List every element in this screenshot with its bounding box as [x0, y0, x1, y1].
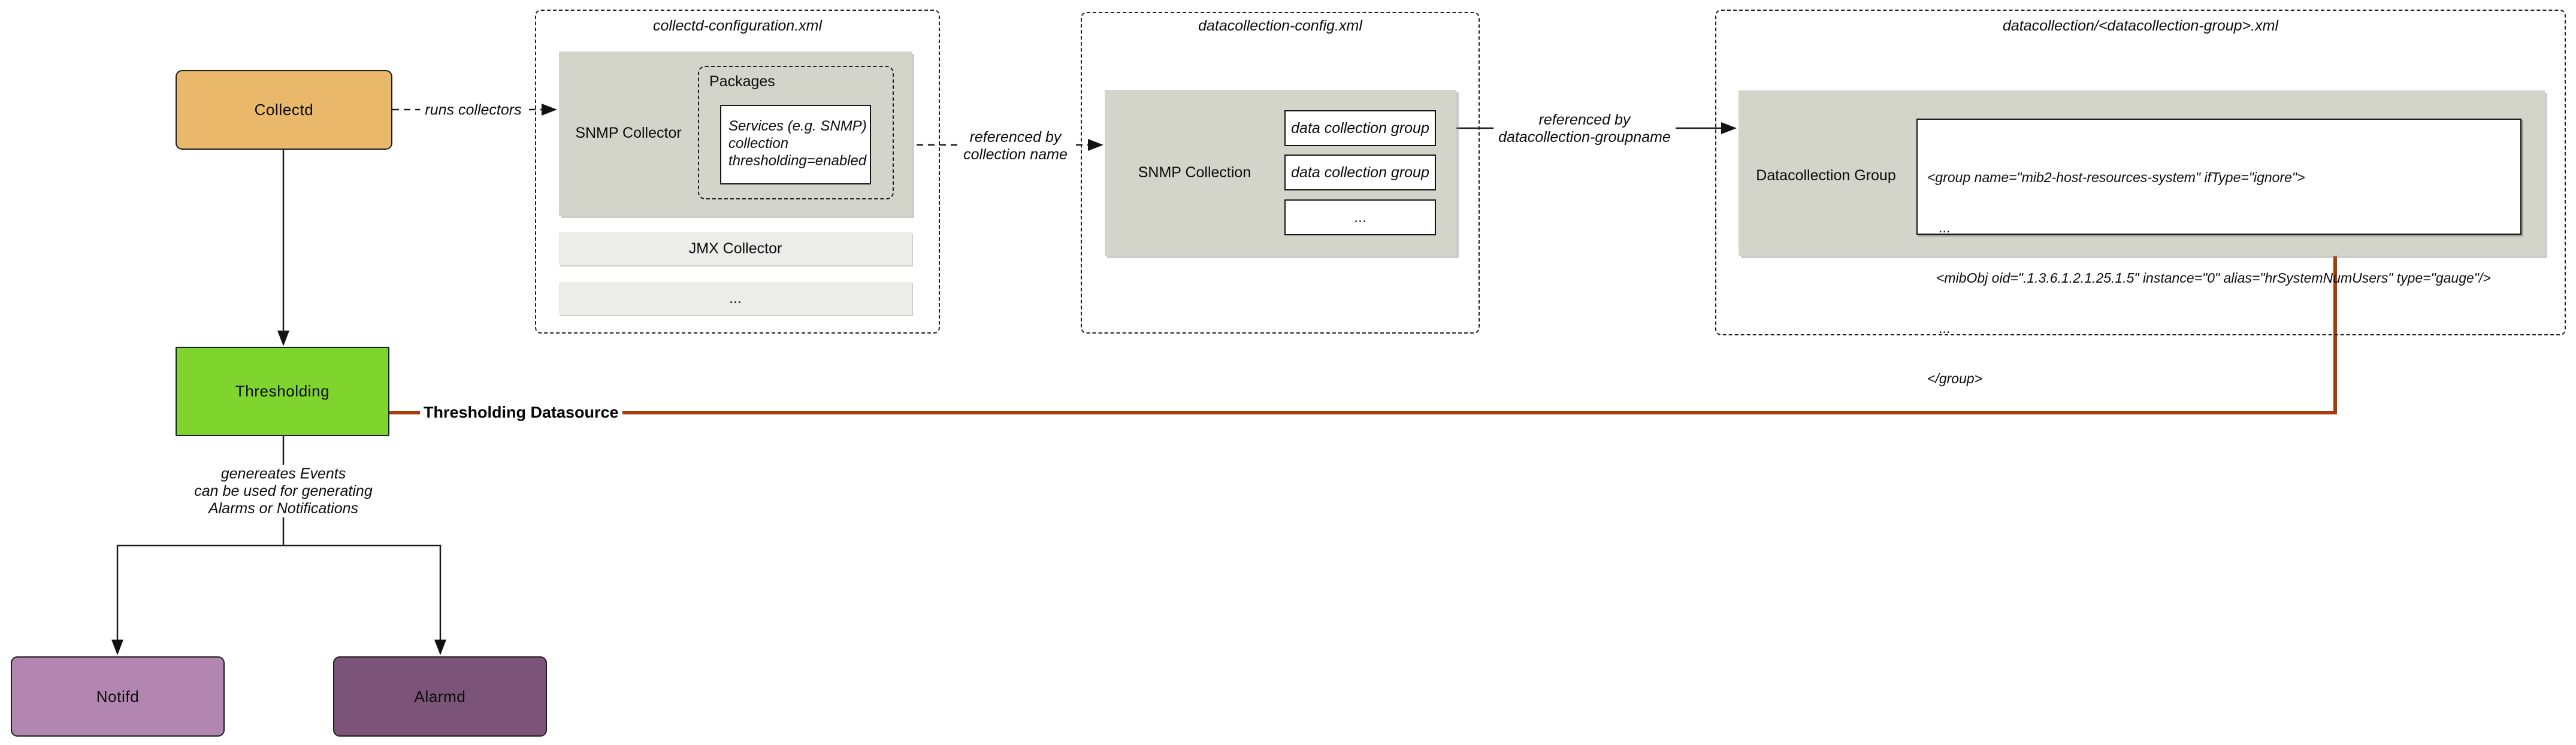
other-collectors-label: ... — [729, 290, 742, 307]
arrowhead-referenced-collection — [1088, 139, 1103, 151]
referenced-by-groupname-edge-label: referenced by datacollection-groupname — [1493, 111, 1676, 147]
generates-events-line-1: genereates Events — [220, 465, 346, 482]
thresholding-label: Thresholding — [235, 382, 330, 400]
thresholding-datasource-edge-label: Thresholding Datasource — [420, 402, 622, 423]
referenced-by-collection-edge-label: referenced by collection name — [959, 128, 1072, 164]
packages-box — [698, 66, 894, 199]
notifd-node: Notifd — [11, 656, 225, 737]
referenced-by-groupname-line-2: datacollection-groupname — [1498, 129, 1671, 146]
generates-events-line-2: can be used for generating — [194, 483, 373, 499]
collectd-label: Collectd — [254, 101, 314, 119]
data-collection-group-label: data collection group — [1291, 163, 1429, 181]
xml-code-lines: <group name="mib2-host-resources-system"… — [1927, 135, 2491, 420]
data-collection-group-box: data collection group — [1284, 110, 1436, 146]
xml-code-line: <group name="mib2-host-resources-system"… — [1927, 169, 2305, 185]
notifd-label: Notifd — [96, 687, 140, 705]
xml-code-line: ... — [1939, 320, 1951, 336]
generates-events-note: genereates Events can be used for genera… — [188, 465, 379, 517]
services-line-1: Services (e.g. SNMP) — [728, 118, 867, 134]
arrowhead-thresholding — [277, 331, 289, 346]
services-line-2: collection — [728, 135, 789, 152]
referenced-by-groupname-line-1: referenced by — [1538, 111, 1631, 128]
arrowhead-alarmd — [434, 640, 446, 655]
snmp-collection-label: SNMP Collection — [1138, 164, 1251, 181]
datacollection-group-title: datacollection/<datacollection-group>.xm… — [2003, 17, 2278, 34]
xml-code-line: </group> — [1927, 371, 1983, 386]
services-text: Services (e.g. SNMP) collection threshol… — [728, 117, 867, 169]
collectd-configuration-title: collectd-configuration.xml — [652, 17, 823, 34]
jmx-collector-label: JMX Collector — [688, 240, 782, 257]
alarmd-node: Alarmd — [333, 656, 547, 737]
data-collection-group-box: data collection group — [1284, 155, 1436, 190]
jmx-collector-bar: JMX Collector — [559, 232, 912, 265]
data-collection-group-label: ... — [1354, 208, 1366, 226]
datacollection-config-file-box — [1081, 12, 1480, 334]
alarmd-label: Alarmd — [414, 687, 466, 705]
runs-collectors-edge-label: runs collectors — [420, 101, 527, 120]
referenced-by-collection-line-1: referenced by — [969, 129, 1062, 146]
datacollection-group-label: Datacollection Group — [1756, 167, 1896, 184]
collectd-node: Collectd — [176, 70, 392, 150]
thresholding-node: Thresholding — [176, 347, 389, 436]
packages-label: Packages — [709, 73, 775, 90]
xml-code-line: ... — [1939, 220, 1951, 235]
arrowhead-notifd — [111, 640, 123, 655]
other-collectors-bar: ... — [559, 282, 912, 315]
datacollection-group-file-box — [1715, 10, 2566, 335]
edge-branch — [116, 544, 442, 653]
xml-code-line: <mibObj oid=".1.3.6.1.2.1.25.1.5" instan… — [1936, 270, 2491, 286]
arrowhead-referenced-groupname — [1721, 122, 1737, 134]
arrowhead-runs-collectors — [542, 104, 557, 116]
data-collection-group-box: ... — [1284, 199, 1436, 235]
xml-code-box — [1916, 119, 2521, 235]
collectd-configuration-file-box — [535, 10, 940, 334]
services-box — [720, 105, 871, 184]
snmp-collector-label: SNMP Collector — [575, 125, 682, 141]
generates-events-line-3: Alarms or Notifications — [208, 500, 359, 517]
referenced-by-collection-line-2: collection name — [963, 146, 1068, 163]
edge-thresholding-datasource — [389, 241, 2337, 414]
data-collection-group-label: data collection group — [1291, 119, 1429, 137]
datacollection-config-title: datacollection-config.xml — [1198, 17, 1362, 34]
services-line-3: thresholding=enabled — [728, 153, 867, 169]
